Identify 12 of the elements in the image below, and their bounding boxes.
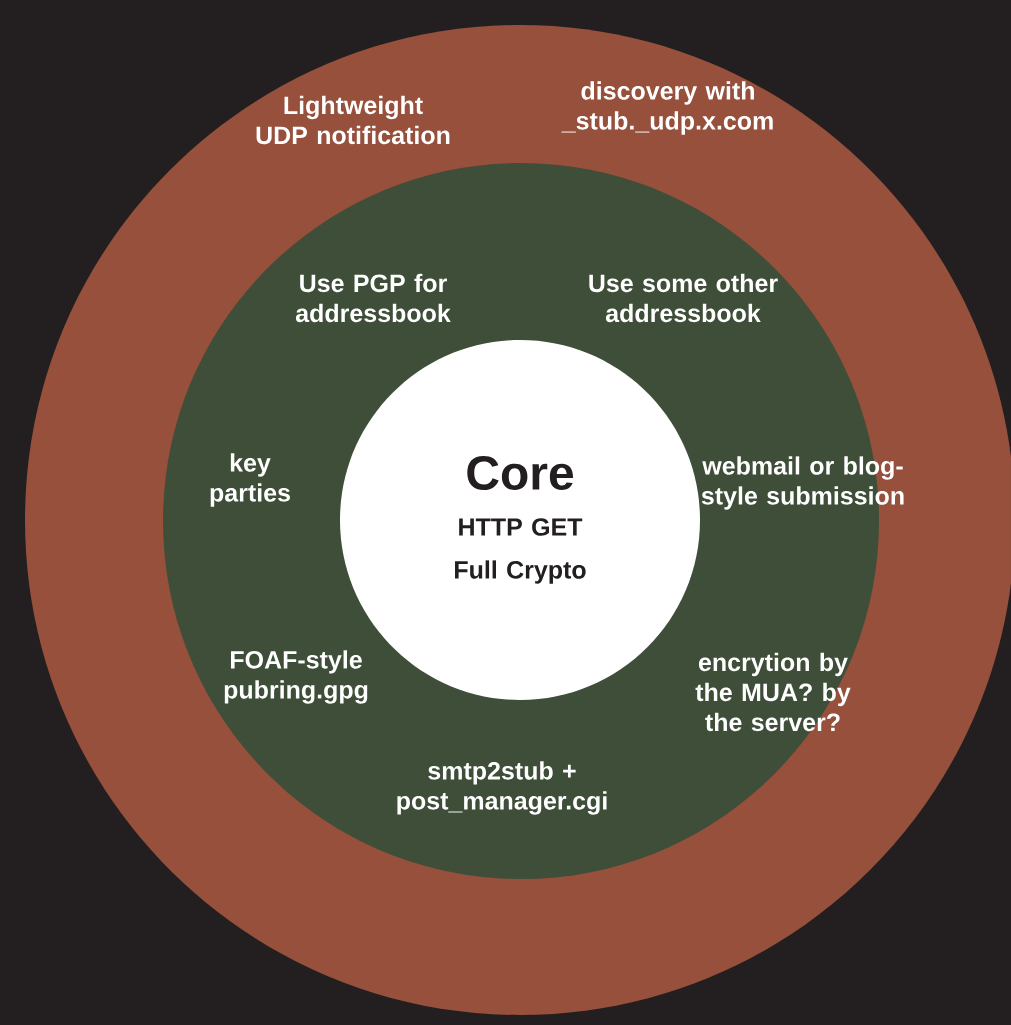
ring-label: Lightweight UDP notification	[256, 95, 450, 145]
ring-label: Full Crypto	[455, 560, 586, 584]
ring-label: smtp2stub + post_manager.cgi	[397, 761, 607, 815]
core-title: Core	[467, 456, 574, 490]
ring-label: key parties	[210, 453, 290, 507]
ring-label: HTTP GET	[459, 518, 583, 536]
ring-label: FOAF-style pubring.gpg	[224, 650, 368, 704]
ring-label: webmail or blog-style submission	[701, 456, 904, 510]
ring-label: encrytion by the MUA? by the server?	[695, 652, 851, 732]
ring-label: Use some other addressbook	[589, 273, 778, 323]
ring-label: Use PGP for addressbook	[295, 273, 451, 323]
ring-label: discovery with _stub._udp.x.com	[561, 81, 773, 135]
